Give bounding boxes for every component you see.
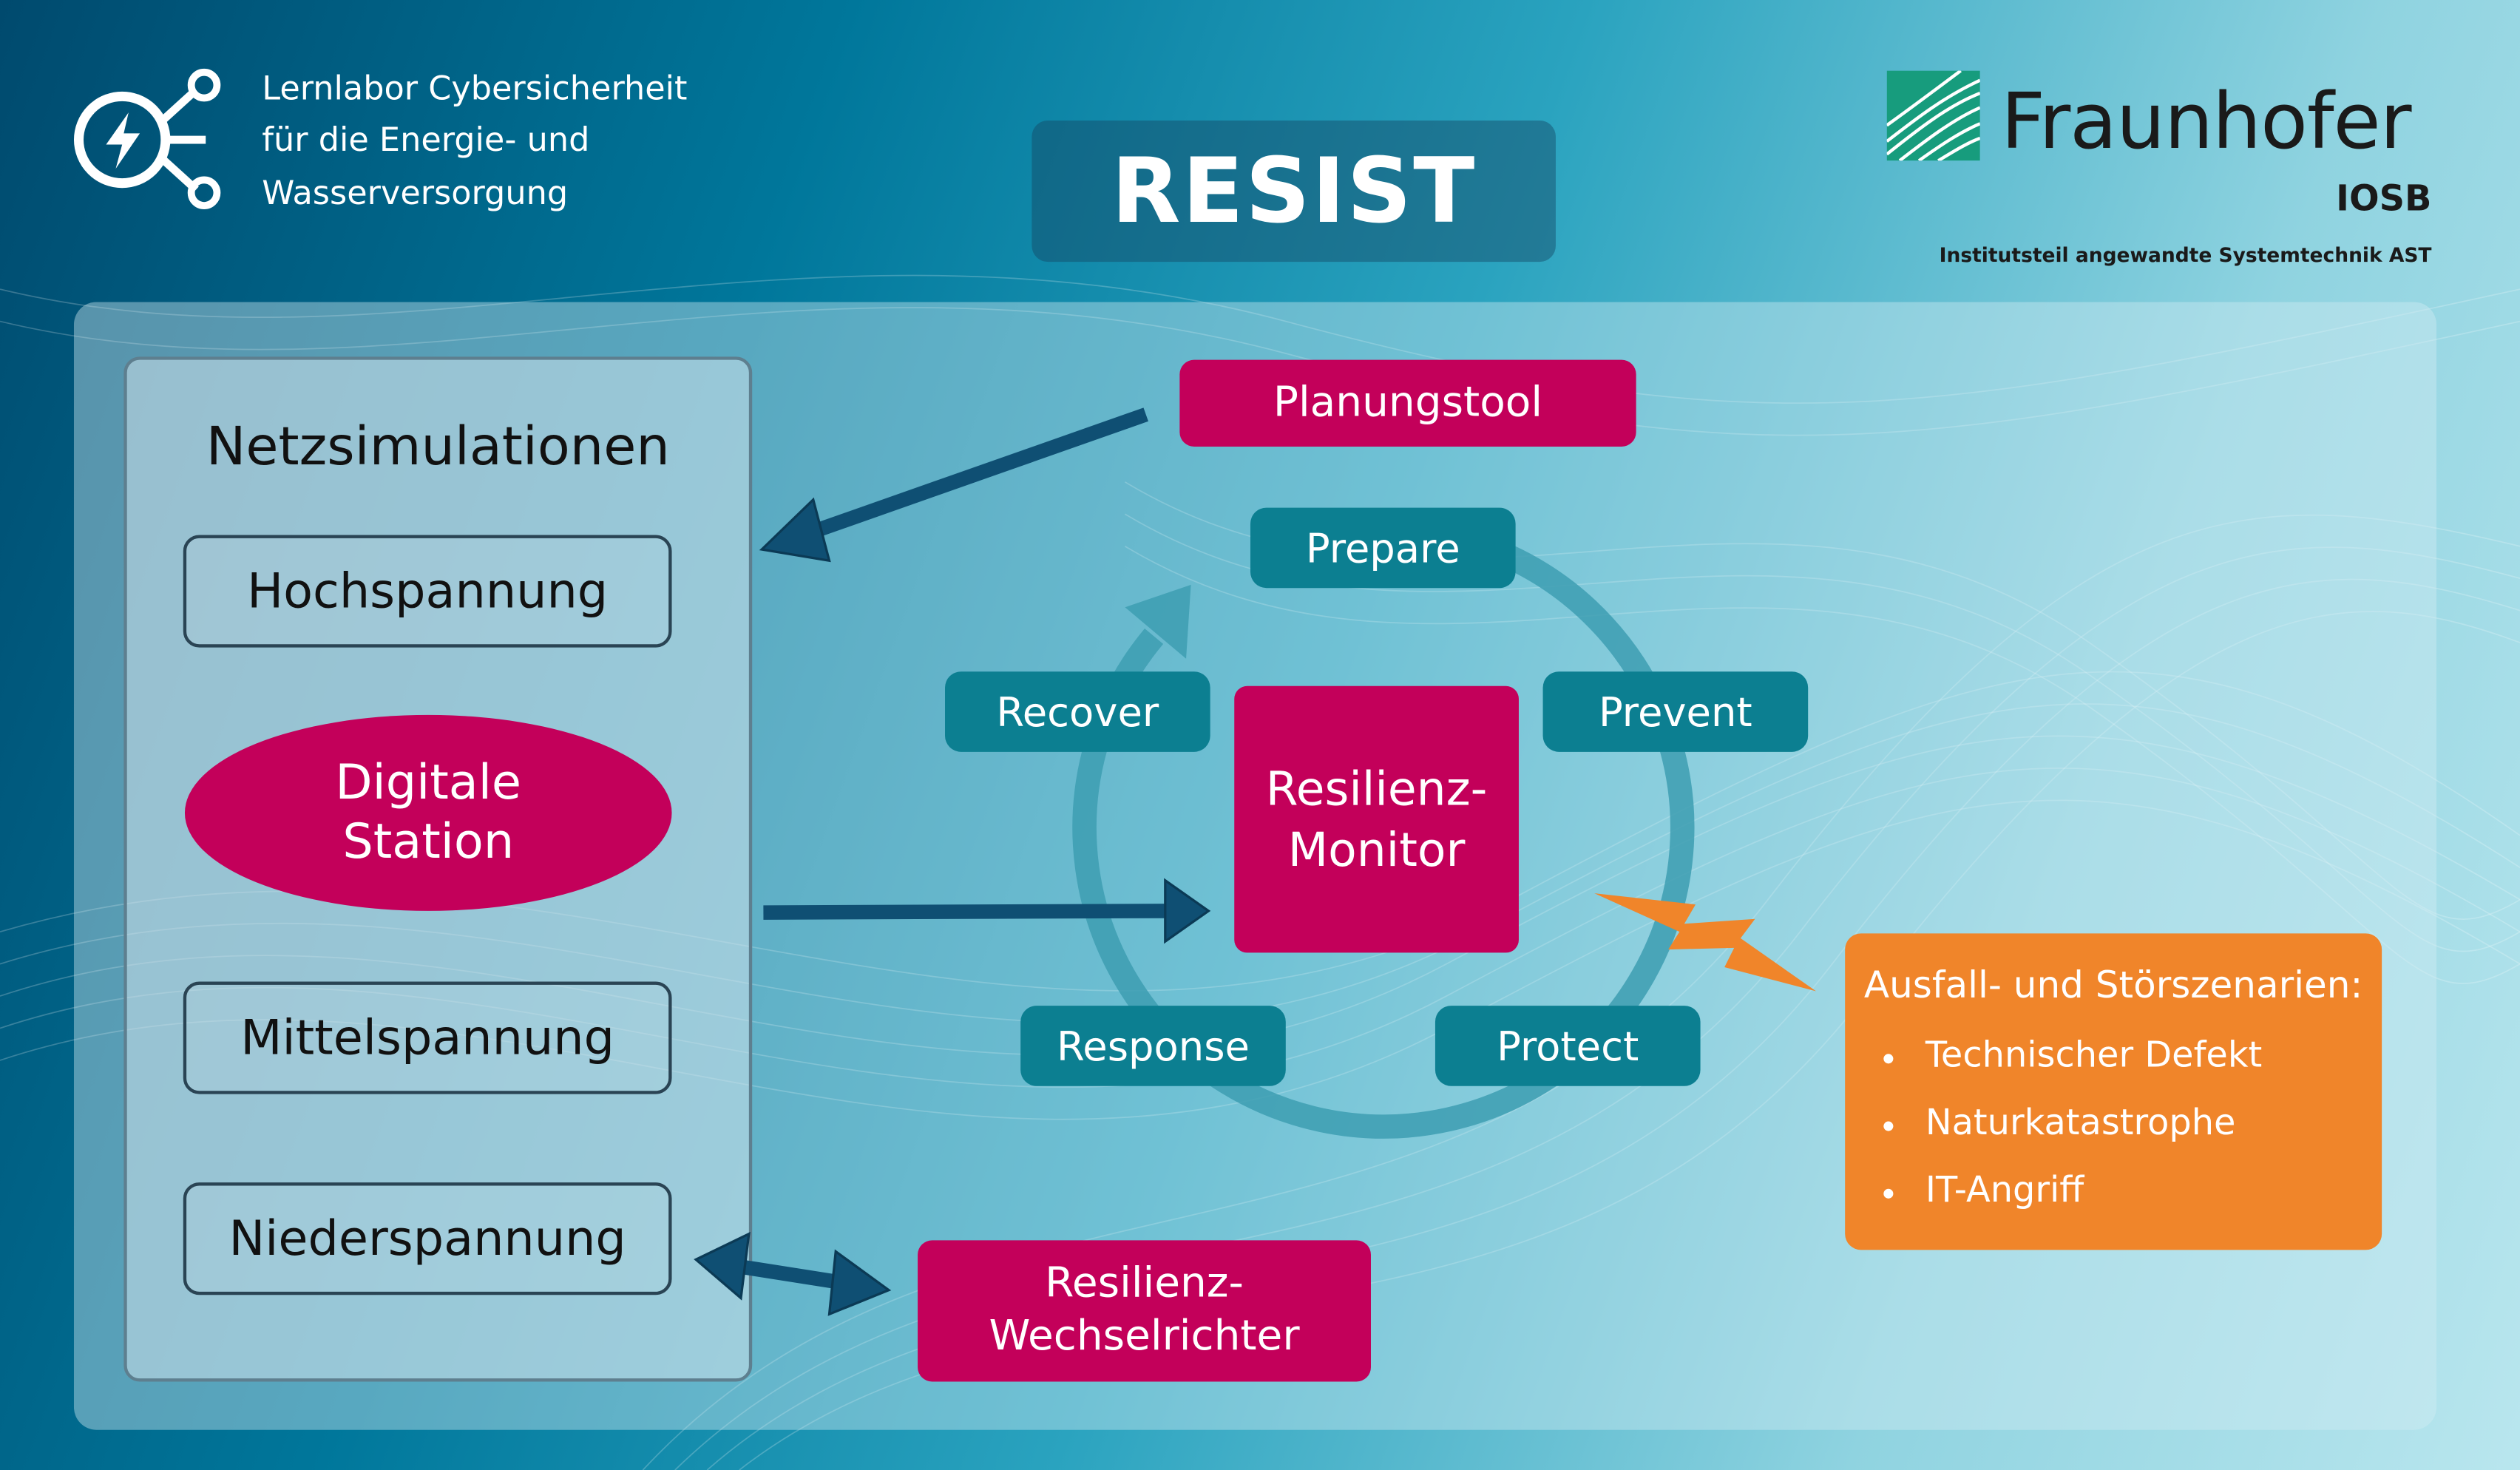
arrow-planungstool-to-netz (759, 407, 1148, 563)
mittelspannung-box[interactable]: Mittelspannung (183, 981, 672, 1094)
planungstool-box[interactable]: Planungstool (1179, 359, 1636, 447)
bullet-icon (1883, 1054, 1894, 1064)
monitor-line-1: Resilienz- (1265, 761, 1488, 816)
phase-recover[interactable]: Recover (945, 671, 1210, 752)
digitale-station-node[interactable]: Digitale Station (184, 714, 672, 911)
hochspannung-box[interactable]: Hochspannung (183, 535, 672, 648)
phase-prevent[interactable]: Prevent (1542, 671, 1809, 752)
institute-subtitle: Institutsteil angewandte Systemtechnik A… (1939, 244, 2432, 267)
niederspannung-box[interactable]: Niederspannung (183, 1182, 672, 1295)
phase-response[interactable]: Response (1020, 1006, 1286, 1086)
digitale-station-line-2: Station (342, 814, 515, 871)
digitale-station-line-1: Digitale (335, 755, 522, 812)
wechselrichter-line-2: Wechselrichter (989, 1312, 1300, 1361)
lab-name-line-3: Wasserversorgung (262, 173, 569, 212)
project-title: RESIST (1032, 120, 1556, 262)
energy-network-icon (73, 68, 221, 209)
institute-unit: IOSB (2336, 180, 2432, 220)
netzsimulationen-title: Netzsimulationen (206, 414, 670, 478)
fraunhofer-logo-icon (1886, 70, 1980, 161)
resilienz-monitor-box[interactable]: Resilienz- Monitor (1234, 685, 1519, 953)
stoerszenarien-title: Ausfall- und Störszenarien: (1863, 965, 2363, 1008)
stoerszenarien-box: Ausfall- und Störszenarien: Technischer … (1845, 933, 2382, 1250)
monitor-line-2: Monitor (1287, 822, 1466, 878)
institute-name: Fraunhofer (2001, 77, 2411, 167)
bullet-icon (1883, 1188, 1894, 1199)
lightning-bolt-icon (1594, 893, 1817, 992)
arrow-nieder-wechselrichter (694, 1231, 892, 1316)
phase-protect[interactable]: Protect (1435, 1006, 1701, 1086)
bullet-icon (1883, 1121, 1894, 1131)
lab-name-line-2: für die Energie- und (262, 120, 590, 160)
lab-name-line-1: Lernlabor Cybersicherheit (262, 69, 688, 108)
wechselrichter-line-1: Resilienz- (1045, 1259, 1244, 1308)
phase-prepare[interactable]: Prepare (1250, 507, 1516, 589)
arrow-station-to-monitor (763, 878, 1211, 944)
resilienz-wechselrichter-box[interactable]: Resilienz- Wechselrichter (918, 1240, 1371, 1382)
